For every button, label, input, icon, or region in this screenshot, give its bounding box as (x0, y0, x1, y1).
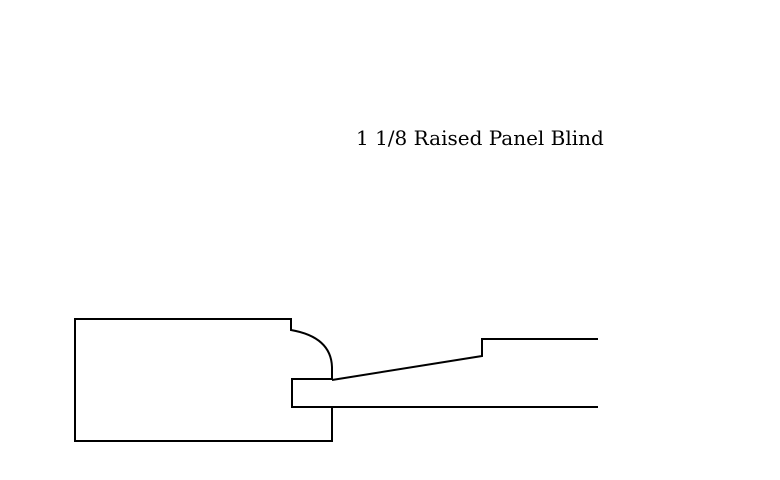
stile-profile (74, 318, 333, 442)
panel-top-edge (331, 338, 598, 381)
diagram-title: 1 1/8 Raised Panel Blind (356, 126, 604, 150)
